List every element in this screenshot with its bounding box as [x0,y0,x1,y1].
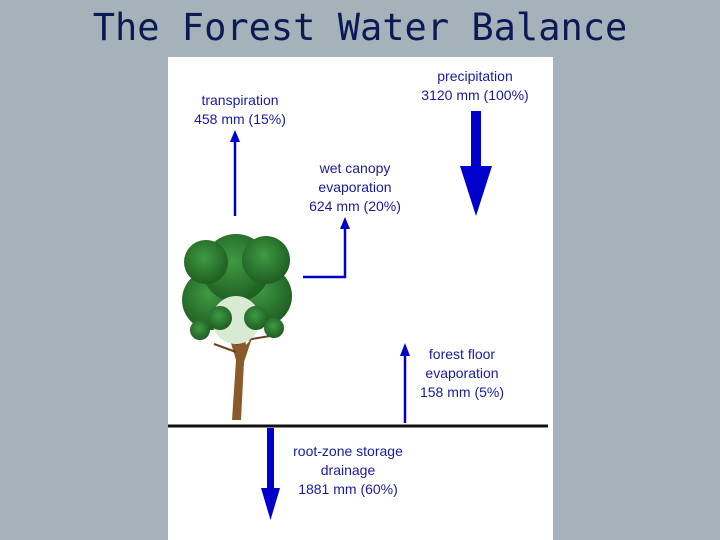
drainage-value: 1881 mm (60%) [278,480,418,499]
precipitation-label: precipitation 3120 mm (100%) [400,67,550,105]
forest-floor-value: 158 mm (5%) [402,383,522,402]
drainage-label: root-zone storage drainage 1881 mm (60%) [278,442,418,499]
tree-icon [182,234,292,420]
wet-canopy-label: wet canopy evaporation 624 mm (20%) [290,159,420,216]
drainage-name-line1: root-zone storage [278,442,418,461]
transpiration-label: transpiration 458 mm (15%) [170,91,310,129]
wet-canopy-name-line2: evaporation [290,178,420,197]
wet-canopy-name-line1: wet canopy [290,159,420,178]
precipitation-name: precipitation [400,67,550,86]
transpiration-arrow [230,130,240,216]
precipitation-arrow [460,111,492,216]
forest-floor-name-line2: evaporation [402,364,522,383]
forest-floor-name-line1: forest floor [402,345,522,364]
transpiration-name: transpiration [170,91,310,110]
wet-canopy-value: 624 mm (20%) [290,197,420,216]
wet-canopy-arrow [303,217,350,277]
forest-floor-label: forest floor evaporation 158 mm (5%) [402,345,522,402]
drainage-name-line2: drainage [278,461,418,480]
transpiration-value: 458 mm (15%) [170,110,310,129]
precipitation-value: 3120 mm (100%) [400,86,550,105]
